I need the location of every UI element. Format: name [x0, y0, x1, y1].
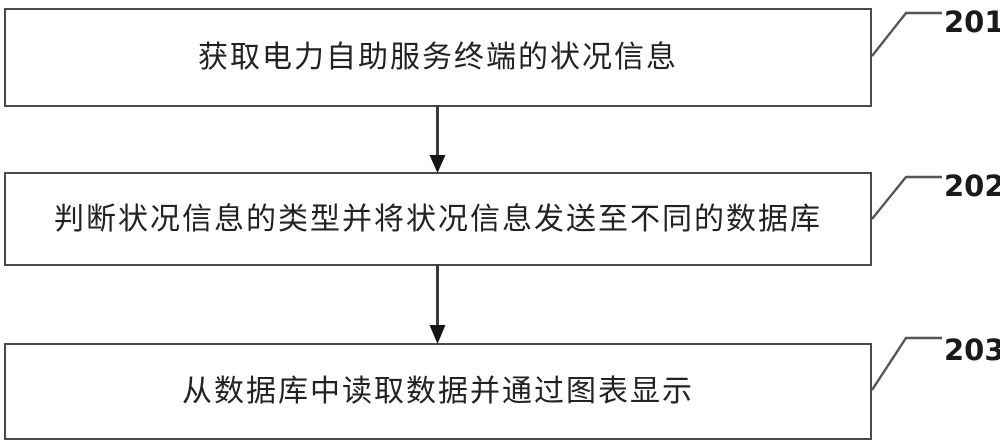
leader-line-203: [870, 336, 942, 391]
flow-step-text-202: 判断状况信息的类型并将状况信息发送至不同的数据库: [54, 201, 822, 237]
flow-step-text-201: 获取电力自助服务终端的状况信息: [198, 40, 678, 75]
leader-line-201: [871, 11, 942, 57]
flow-step-box-202: 判断状况信息的类型并将状况信息发送至不同的数据库: [4, 172, 872, 266]
step-number-label-203: 203: [944, 333, 1000, 367]
connector-arrow-201-202: [429, 105, 446, 173]
leader-line-202: [871, 175, 942, 220]
step-number-label-201: 201: [944, 5, 1000, 39]
flow-step-box-201: 获取电力自助服务终端的状况信息: [4, 8, 872, 107]
flow-step-box-203: 从数据库中读取数据并通过图表显示: [4, 343, 872, 440]
connector-arrow-202-203: [429, 264, 446, 344]
step-number-label-202: 202: [944, 169, 1000, 203]
flow-step-text-203: 从数据库中读取数据并通过图表显示: [182, 374, 694, 409]
